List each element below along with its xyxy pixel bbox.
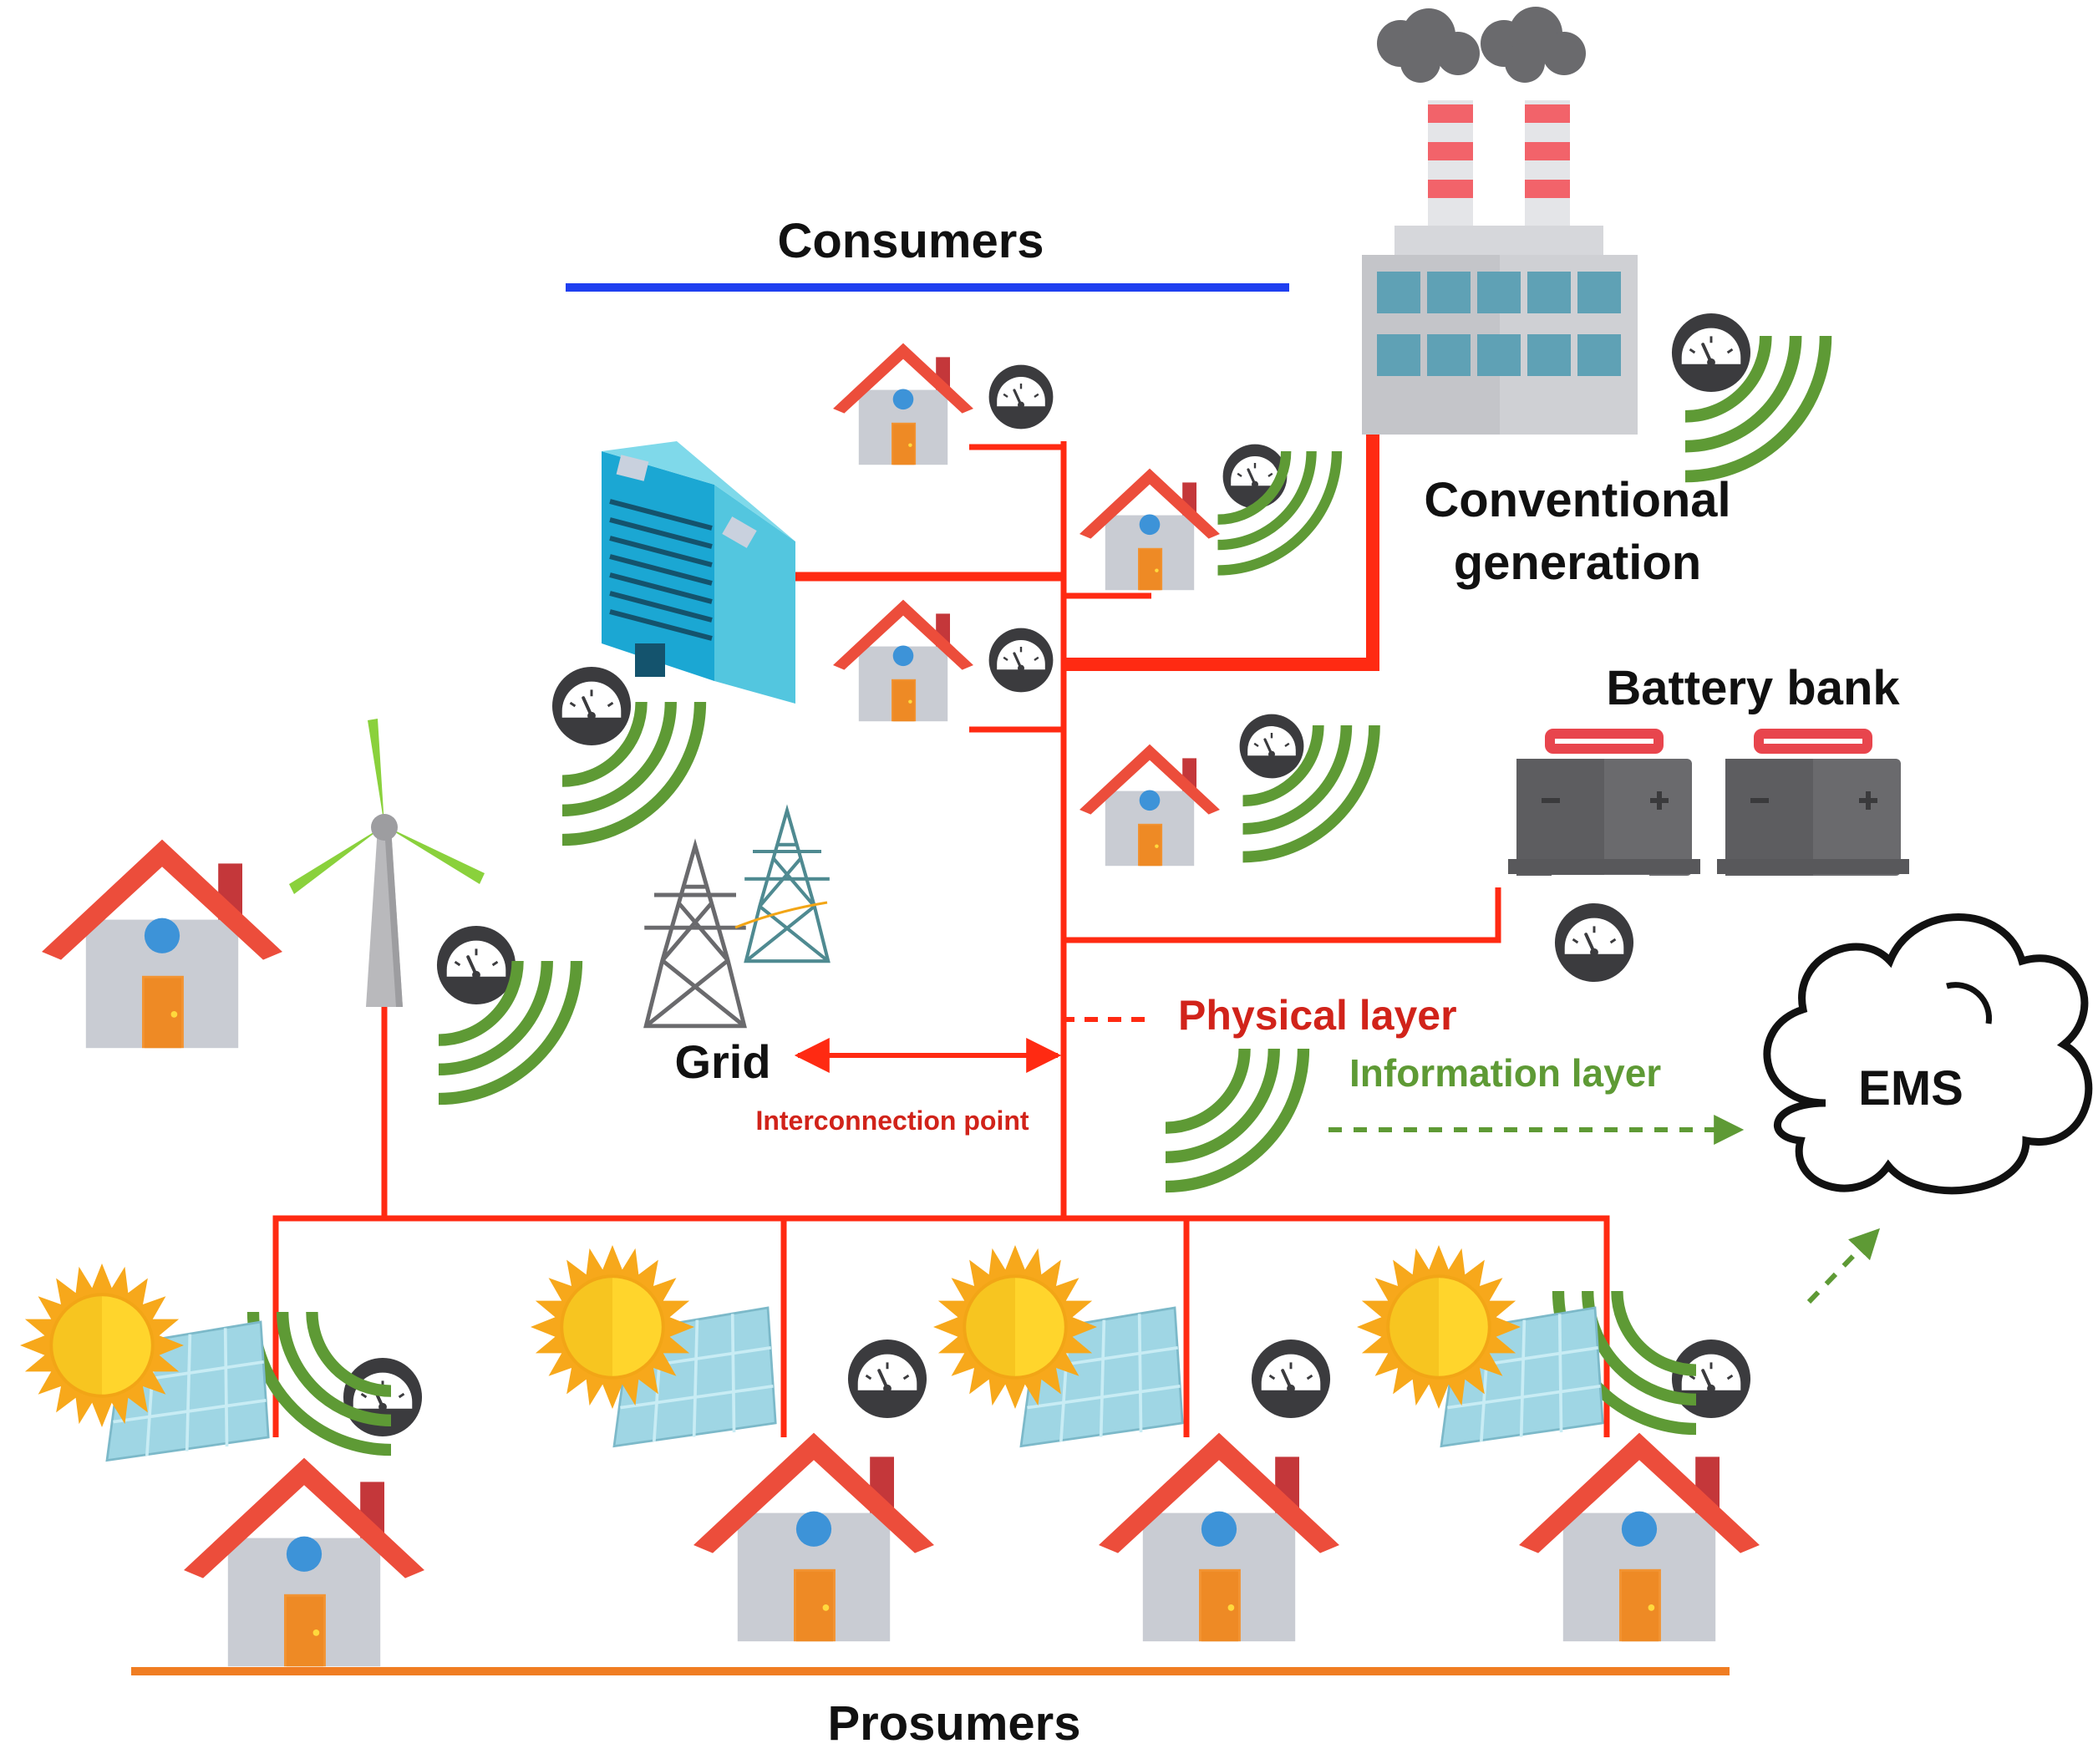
meter-icon bbox=[1552, 901, 1636, 984]
conventional-generation-label-line1: Conventional bbox=[1424, 473, 1730, 527]
house-icon bbox=[184, 1457, 424, 1667]
house-icon bbox=[1079, 744, 1220, 867]
house-icon bbox=[1079, 468, 1220, 591]
house-icon bbox=[833, 599, 973, 722]
meter-icon bbox=[1669, 1337, 1753, 1421]
house-icon bbox=[1099, 1432, 1339, 1642]
grid-label: Grid bbox=[674, 1035, 770, 1088]
meter-icon bbox=[435, 923, 517, 1007]
prosumers-bar bbox=[131, 1667, 1730, 1675]
physical-layer-label: Physical layer bbox=[1178, 992, 1457, 1039]
battery-icon bbox=[1508, 734, 1700, 876]
ems-label: EMS bbox=[1858, 1061, 1963, 1116]
house-icon bbox=[833, 343, 973, 465]
meter-icon bbox=[1669, 311, 1753, 394]
house-icon bbox=[42, 839, 282, 1049]
meter-icon bbox=[846, 1337, 929, 1421]
meter-icon bbox=[551, 665, 632, 747]
battery-bank-label: Battery bank bbox=[1606, 661, 1900, 715]
meter-icon bbox=[1237, 712, 1306, 780]
house-icon bbox=[693, 1432, 934, 1642]
interconnection-point-label: Interconnection point bbox=[755, 1106, 1029, 1136]
consumers-bar bbox=[566, 283, 1289, 292]
transmission-tower-icon bbox=[744, 811, 830, 961]
prosumer-to-ems-arrow bbox=[1806, 1228, 1880, 1304]
transmission-tower-icon bbox=[644, 846, 746, 1026]
cloud-icon bbox=[1763, 913, 2093, 1195]
meter-icon bbox=[1249, 1337, 1333, 1421]
meter-icon bbox=[987, 363, 1055, 431]
office-building-icon bbox=[602, 441, 795, 704]
consumers-label: Consumers bbox=[777, 214, 1044, 268]
conventional-generation-label-line2: generation bbox=[1454, 536, 1702, 590]
wireless-signal-icon bbox=[1166, 1049, 1303, 1187]
information-layer-label: Information layer bbox=[1349, 1051, 1661, 1095]
house-icon bbox=[1519, 1432, 1760, 1642]
prosumers-label: Prosumers bbox=[827, 1696, 1080, 1751]
physical-lines bbox=[272, 418, 1610, 1437]
meter-icon bbox=[987, 626, 1055, 694]
wind-turbine-icon bbox=[289, 719, 485, 1007]
factory-icon bbox=[1362, 7, 1638, 435]
battery-icon bbox=[1717, 734, 1909, 876]
power-wire bbox=[734, 901, 828, 929]
